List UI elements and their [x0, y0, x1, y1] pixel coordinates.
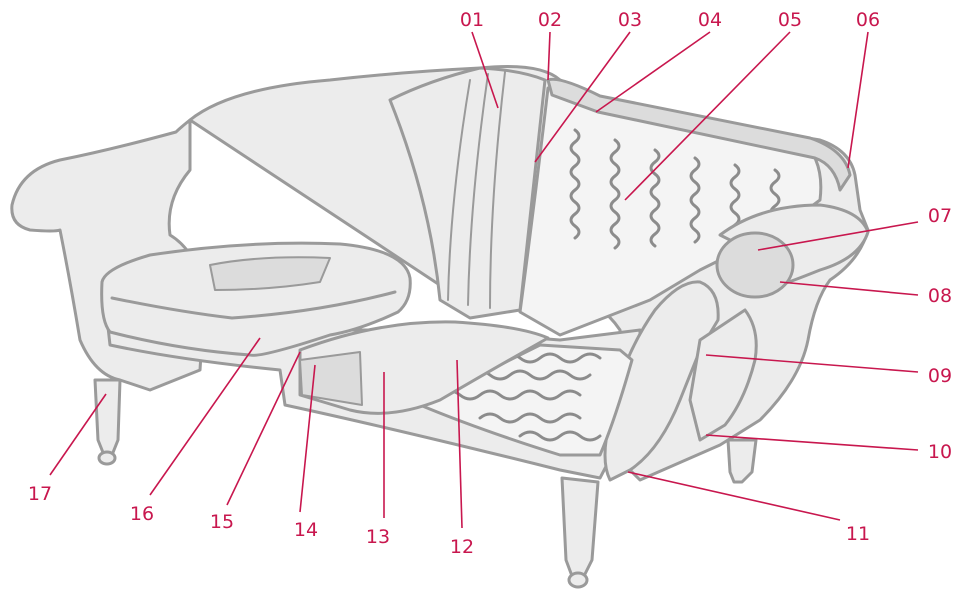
part-label-17: 17: [28, 483, 52, 505]
part-label-04: 04: [698, 9, 722, 31]
leader-line-11: [627, 471, 841, 521]
part-label-03: 03: [618, 9, 642, 31]
part-label-08: 08: [928, 285, 952, 307]
back-top-rail: [546, 77, 852, 192]
leader-line-02: [547, 31, 551, 81]
rear-castor: [97, 450, 117, 466]
rear-left-foot: [93, 378, 122, 457]
leader-lines: [49, 31, 919, 529]
leader-line-17: [49, 393, 107, 476]
part-label-01: 01: [460, 9, 484, 31]
arm-scroll-face: [715, 231, 795, 299]
back-springs: [569, 128, 781, 250]
webbing-strip: [299, 351, 363, 406]
part-label-11: 11: [846, 523, 870, 545]
part-label-16: 16: [130, 503, 154, 525]
part-label-14: 14: [294, 519, 318, 541]
seat-cushion: [100, 241, 412, 357]
part-label-13: 13: [366, 526, 390, 548]
leader-line-08: [779, 281, 919, 296]
back-stripe-a: [447, 79, 471, 301]
leader-line-10: [705, 434, 919, 451]
leader-line-16: [149, 337, 261, 496]
arm-side-panel: [688, 308, 758, 442]
back-stripe-c: [489, 71, 506, 309]
leader-line-15: [226, 351, 301, 506]
part-label-09: 09: [928, 365, 952, 387]
leader-line-12: [456, 359, 463, 529]
part-label-05: 05: [778, 9, 802, 31]
front-castor: [567, 571, 589, 589]
sofa-illustration: [10, 65, 870, 589]
right-roll-arm: [718, 203, 870, 287]
part-labels: 01 02 03 04 05 06 07 08 09 10 11 12 13 14 15 16 17: [28, 9, 952, 558]
back-springs-panel: [518, 86, 823, 337]
leader-line-04: [595, 31, 711, 113]
back-upholstery: [388, 66, 547, 320]
part-label-06: 06: [856, 9, 880, 31]
part-label-15: 15: [210, 511, 234, 533]
leader-line-01: [471, 31, 499, 109]
leader-line-05: [624, 31, 791, 201]
rear-right-foot: [726, 438, 758, 484]
part-label-02: 02: [538, 9, 562, 31]
leader-line-03: [534, 31, 631, 163]
leader-line-14: [299, 364, 316, 513]
front-leg: [560, 476, 600, 578]
leader-line-07: [757, 221, 919, 251]
leader-line-09: [705, 354, 919, 373]
cushion-panel: [209, 256, 331, 291]
seat-springs: [438, 352, 602, 442]
part-label-12: 12: [450, 536, 474, 558]
part-label-07: 07: [928, 205, 952, 227]
cushion-seam: [110, 290, 397, 320]
part-label-10: 10: [928, 441, 952, 463]
leader-line-06: [847, 31, 869, 169]
back-stripe-b: [467, 73, 489, 306]
